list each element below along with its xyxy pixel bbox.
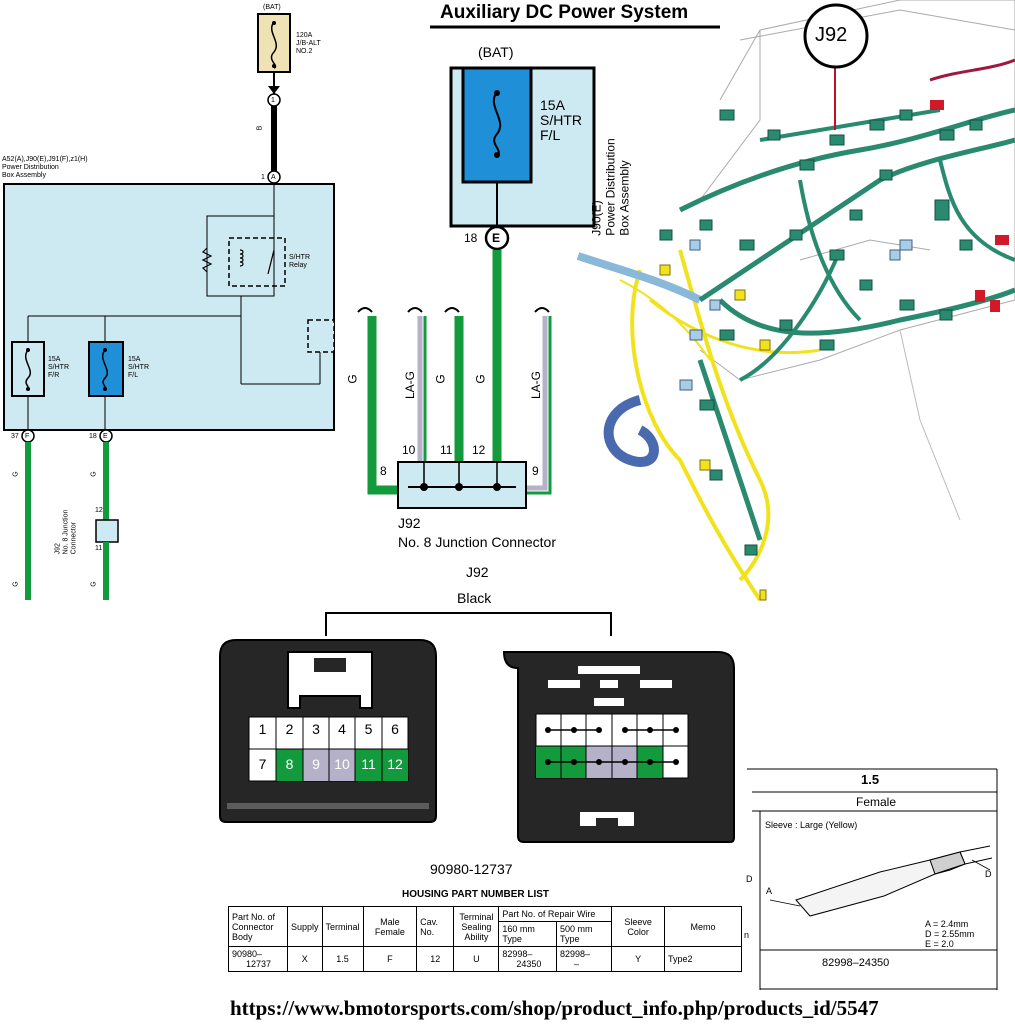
connector-views: [219, 612, 735, 843]
center-connector-name: No. 8 Junction Connector: [398, 534, 556, 550]
left-wiring-diagram: [3, 13, 335, 600]
left-wire-g-1: G: [12, 471, 20, 477]
pin-f-label: F: [25, 433, 30, 440]
center-pin-11: 11: [440, 443, 453, 457]
terminal-dim-e: E = 2.0: [925, 939, 954, 949]
pin-1-a-number: 1: [261, 174, 265, 181]
junction-connector-icon: [95, 519, 119, 543]
harness-illustration: [576, 0, 1015, 602]
left-wire-g-3: G: [90, 581, 98, 587]
connector-pins-row2: 7 8 9 10 11 12: [258, 756, 403, 772]
j92-callout-circle: [803, 3, 869, 69]
terminal-gender: Female: [856, 795, 897, 809]
center-wire-g-1: G: [345, 374, 360, 384]
center-pin-e: E: [492, 231, 501, 245]
pin-18-label: 18: [89, 433, 97, 440]
center-fuse-icon: [461, 66, 533, 184]
terminal-size: 1.5: [861, 772, 880, 787]
table-row: 90980–12737 X 1.5 F 12 U 82998–24350 829…: [228, 946, 742, 972]
terminal-dim-d: D = 2.55mm: [925, 929, 975, 939]
relay-icon: [228, 237, 286, 287]
table-edge-marker: n: [744, 930, 750, 940]
pin-37-label: 37: [11, 433, 19, 440]
terminal-panel: [747, 768, 998, 990]
center-wire-la-g-2: LA-G: [529, 370, 544, 400]
center-wire-g-3: G: [473, 374, 488, 384]
center-wiring-diagram: [357, 66, 596, 509]
connector-pins-row1: 1 2 3 4 5 6: [258, 721, 399, 737]
footer-url[interactable]: https://www.bmotorsports.com/shop/produc…: [230, 996, 879, 1020]
pin-12-label: 12: [95, 507, 103, 514]
pin-1-label: 1: [271, 97, 275, 104]
terminal-label-d: D: [985, 869, 992, 879]
center-wire-g-2: G: [433, 374, 448, 384]
center-wire-la-g-1: LA-G: [403, 370, 418, 400]
center-pin-12: 12: [472, 443, 486, 457]
center-pin-8: 8: [380, 464, 387, 478]
connector-color: Black: [457, 590, 492, 606]
page-title: Auxiliary DC Power System: [440, 2, 689, 23]
terminal-part-number: 82998–24350: [822, 957, 890, 969]
harness-callout-label: J92: [815, 24, 848, 46]
left-wire-g-4: G: [12, 581, 20, 587]
terminal-sleeve: Sleeve : Large (Yellow): [765, 820, 858, 830]
housing-part-table: Part No. of Connector Body Supply Termin…: [228, 906, 742, 972]
pin-a-label: A: [271, 174, 276, 181]
terminal-label-a: A: [766, 886, 773, 896]
center-pin-18: 18: [464, 231, 478, 245]
left-wire-g-2: G: [90, 471, 98, 477]
power-distribution-box: [3, 183, 335, 431]
connector-view-id: J92: [466, 564, 489, 580]
center-connector-id: J92: [398, 515, 421, 531]
connector-part-number: 90980-12737: [430, 861, 513, 877]
terminal-left-d: D: [746, 874, 753, 884]
pin-e-label: E: [103, 433, 108, 440]
wire-b-label: B: [256, 125, 264, 131]
terminal-dim-a: A = 2.4mm: [925, 919, 969, 929]
left-box-title: A52(A),J90(E),J91(F),z1(H)Power Distribu…: [2, 156, 88, 179]
left-bat-label: (BAT): [263, 4, 281, 11]
housing-table-title: HOUSING PART NUMBER LIST: [402, 889, 550, 900]
center-bat-label: (BAT): [478, 44, 514, 60]
center-pin-10: 10: [402, 443, 416, 457]
pin-11-label: 11: [95, 545, 103, 552]
center-pin-9: 9: [532, 464, 539, 478]
